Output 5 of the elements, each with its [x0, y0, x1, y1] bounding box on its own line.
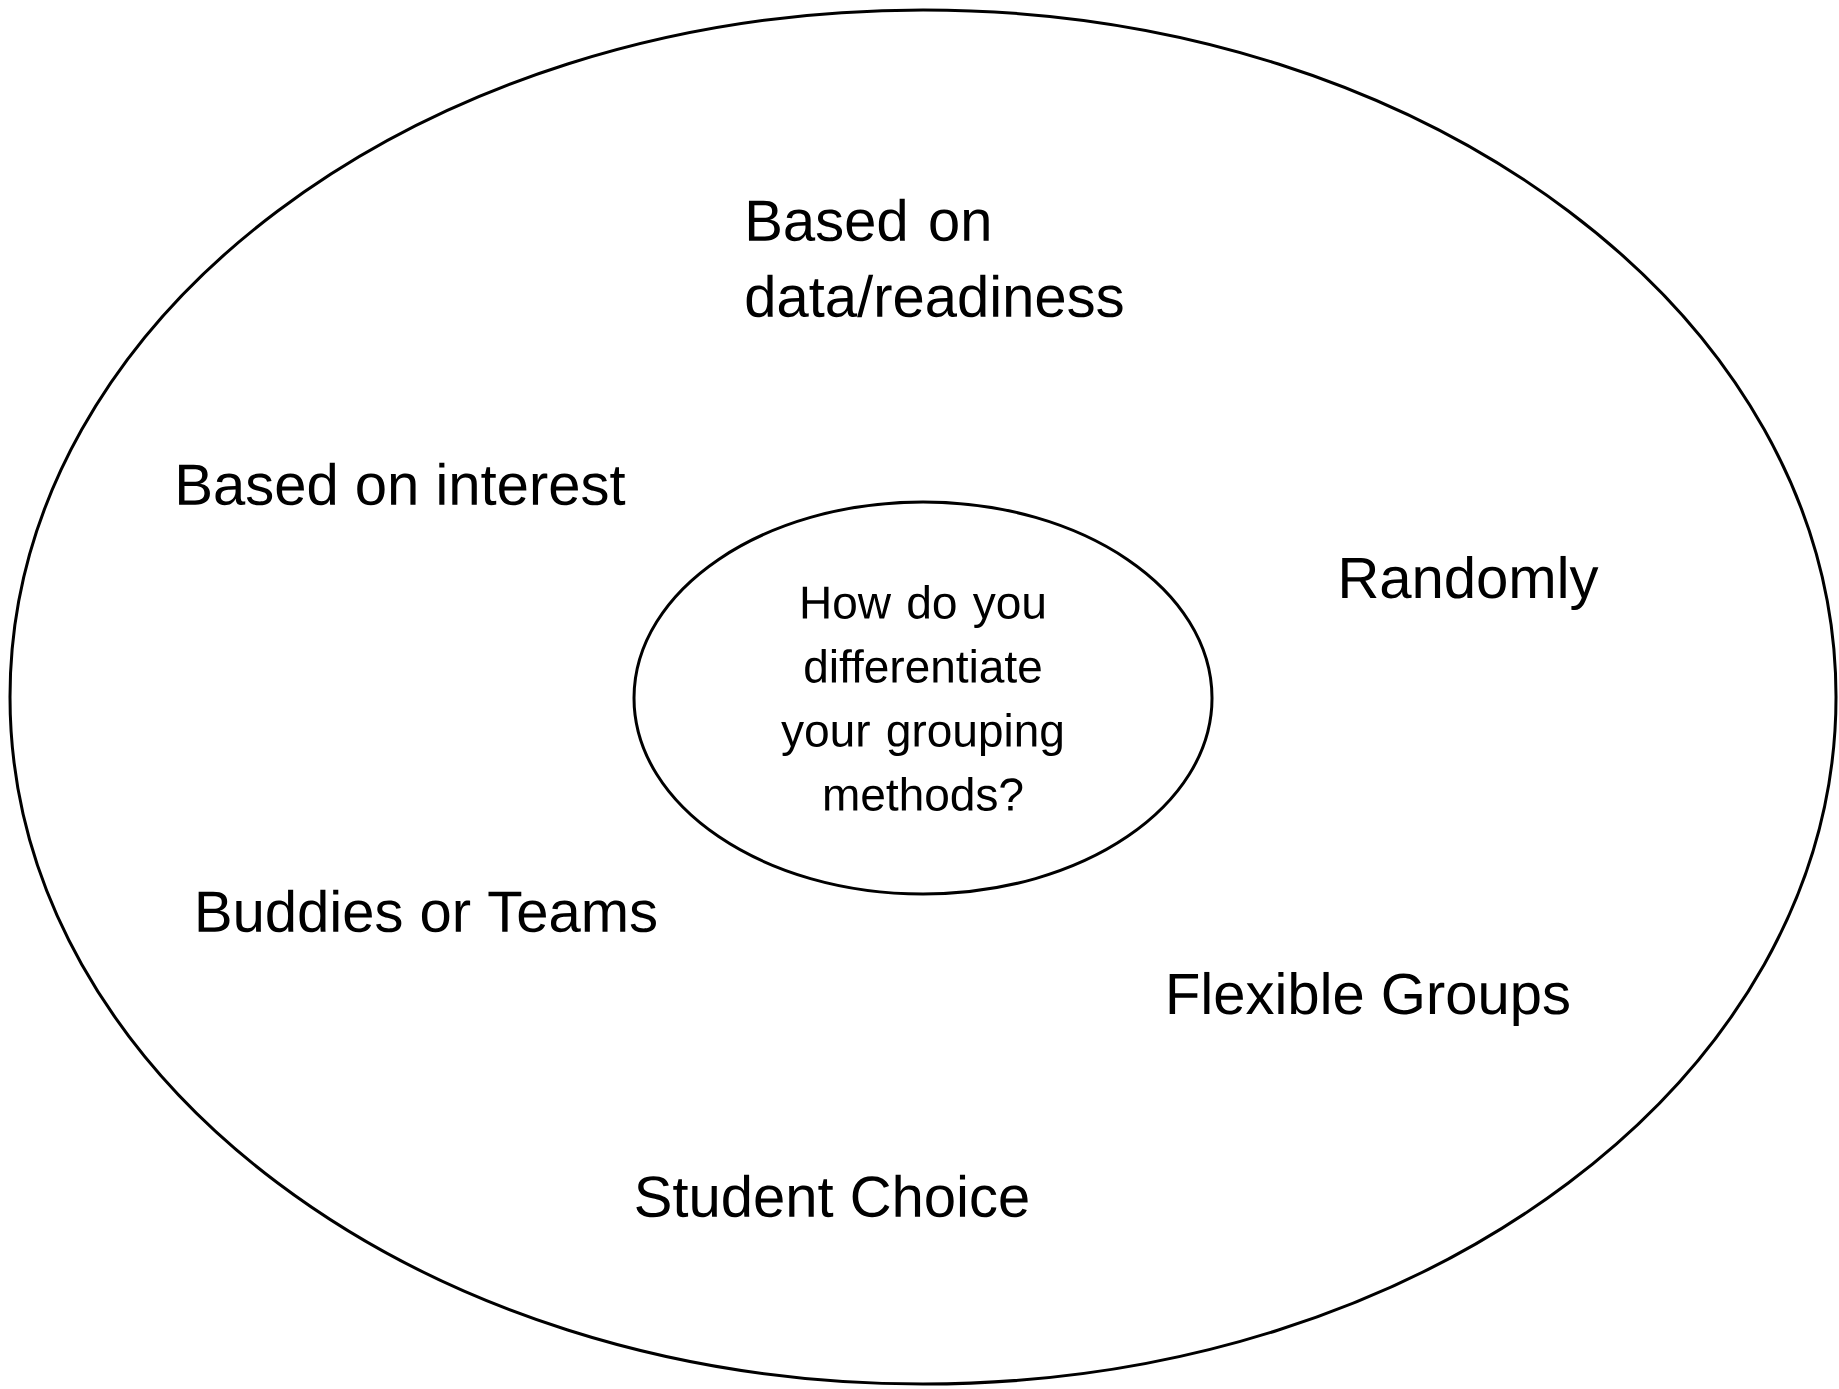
category-label: Randomly	[1342, 555, 1599, 610]
category-label: Based on interest	[179, 462, 626, 506]
category-label: Based on data/readiness	[746, 198, 1123, 318]
category-label: Flexible Groups	[1169, 971, 1569, 1026]
category-label: Student Choice	[636, 1174, 1028, 1218]
